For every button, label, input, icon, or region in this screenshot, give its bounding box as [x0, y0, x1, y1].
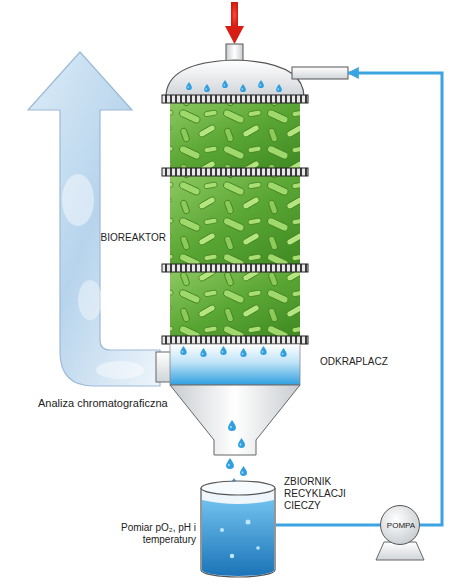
tank-label: ZBIORNIK RECYKLACJI CIECZY [284, 476, 370, 512]
pump-circle: POMPA [380, 505, 420, 545]
separator-label: ODKRAPLACZ [320, 356, 420, 368]
pump-label: POMPA [371, 521, 431, 531]
analysis-label: Analiza chromatograficzna [38, 397, 188, 410]
measurement-label: Pomiar pO₂, pH i temperatury [114, 522, 196, 546]
bioreactor-column: BIOREAKTOR [170, 45, 348, 345]
recirculation-pipe [276, 524, 380, 527]
recirculation-pipe [348, 73, 442, 525]
reactor-label: BIOREAKTOR [90, 232, 166, 244]
drip-separator: ODKRAPLACZ [170, 344, 300, 385]
recirculation-tank: ZBIORNIK RECYKLACJI CIECZYPomiar pO₂, pH… [200, 480, 276, 578]
